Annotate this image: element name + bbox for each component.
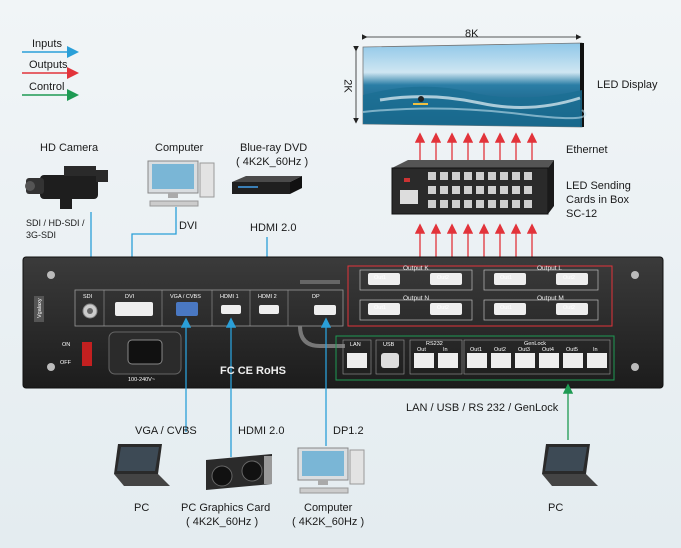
sending-name-1: LED Sending (566, 180, 631, 192)
port-label-hdmi1: HDMI 1 (220, 294, 239, 300)
genlock-out4-label: Out4 (542, 347, 554, 353)
port-label-genlock: GenLock (524, 341, 546, 347)
out-port-label: Out2 (563, 305, 575, 311)
power-off-label: OFF (60, 360, 72, 366)
voltage-label: 100-240V~ (128, 377, 155, 383)
graphics-name-2: ( 4K2K_60Hz ) (186, 516, 259, 528)
bluray-port: HDMI 2.0 (250, 222, 297, 234)
output-l-label: Output L (537, 265, 562, 272)
rs232-in-label: In (443, 347, 448, 353)
computer-dp-name-1: Computer (304, 502, 353, 514)
port-label-usb: USB (383, 342, 395, 348)
genlock-out2-label: Out2 (494, 347, 506, 353)
video-processor-illustration (22, 256, 664, 389)
bluray-name-1: Blue-ray DVD (240, 142, 308, 154)
port-label-dp: DP (312, 294, 320, 300)
camera-name: HD Camera (40, 142, 99, 154)
out-port-label: Out1 (500, 305, 512, 311)
brand-label: Vgalaxy (37, 298, 43, 318)
sending-name-2: Cards in Box (566, 194, 629, 206)
out-port-label: Out1 (374, 305, 386, 311)
port-label-lan: LAN (350, 342, 361, 348)
port-label-rs232: RS232 (426, 341, 443, 347)
genlock-out3-label: Out3 (518, 347, 530, 353)
control-pc-port: LAN / USB / RS 232 / GenLock (406, 402, 559, 414)
output-k-label: Output K (403, 265, 429, 272)
output-m-label: Output M (537, 295, 564, 302)
out-port-label: Out2 (437, 305, 449, 311)
output-n-label: Output N (403, 295, 429, 302)
camera-note-2: 3G-SDI (26, 230, 57, 240)
sending-box-illustration (391, 160, 554, 215)
sending-name-3: SC-12 (566, 208, 598, 220)
ethernet-label: Ethernet (566, 144, 608, 156)
display-height-label: 2K (341, 79, 354, 93)
graphics-port: HDMI 2.0 (238, 425, 285, 437)
power-on-label: ON (62, 342, 70, 348)
bluray-name-2: ( 4K2K_60Hz ) (236, 156, 309, 168)
laptop-right-illustration (542, 444, 598, 486)
out-port-label: Out1 (374, 275, 386, 281)
graphics-card-illustration (206, 454, 272, 490)
out-port-label: Out2 (437, 275, 449, 281)
display-name: LED Display (597, 79, 658, 91)
control-pc-name: PC (548, 502, 564, 514)
out-port-label: Out1 (500, 275, 512, 281)
device-output-arrows (414, 223, 538, 262)
computer-bottom-illustration (297, 447, 365, 494)
graphics-name-1: PC Graphics Card (181, 502, 271, 514)
rs232-out-label: Out (417, 347, 426, 353)
computer-top-port: DVI (179, 220, 198, 232)
pc-vga-name: PC (134, 502, 150, 514)
computer-dp-port: DP1.2 (333, 425, 364, 437)
pc-vga-port: VGA / CVBS (135, 425, 197, 437)
computer-top-illustration (147, 160, 215, 207)
legend-inputs-label: Inputs (32, 38, 62, 50)
port-label-sdi: SDI (83, 294, 93, 300)
legend-control-label: Control (29, 81, 65, 93)
laptop-left-illustration (114, 444, 170, 486)
genlock-out1-label: Out1 (470, 347, 482, 353)
camera-note-1: SDI / HD-SDI / (26, 218, 85, 228)
out-port-label: Out2 (563, 275, 575, 281)
ethernet-output-arrows (414, 132, 538, 162)
cert-marks: FC CE RoHS (220, 365, 286, 377)
genlock-in-label: In (593, 347, 598, 353)
legend-outputs-label: Outputs (29, 59, 68, 71)
port-label-hdmi2: HDMI 2 (258, 294, 277, 300)
led-display-illustration (353, 34, 587, 128)
display-width-label: 8K (465, 28, 479, 40)
computer-top-name: Computer (155, 142, 204, 154)
legend-arrows (22, 46, 79, 101)
input-lines-bottom (180, 317, 574, 457)
port-label-dvi: DVI (125, 294, 135, 300)
genlock-out5-label: Out5 (566, 347, 578, 353)
hd-camera-illustration (25, 166, 108, 209)
computer-dp-name-2: ( 4K2K_60Hz ) (292, 516, 365, 528)
port-label-vga: VGA / CVBS (170, 294, 201, 300)
bluray-illustration (232, 176, 302, 194)
